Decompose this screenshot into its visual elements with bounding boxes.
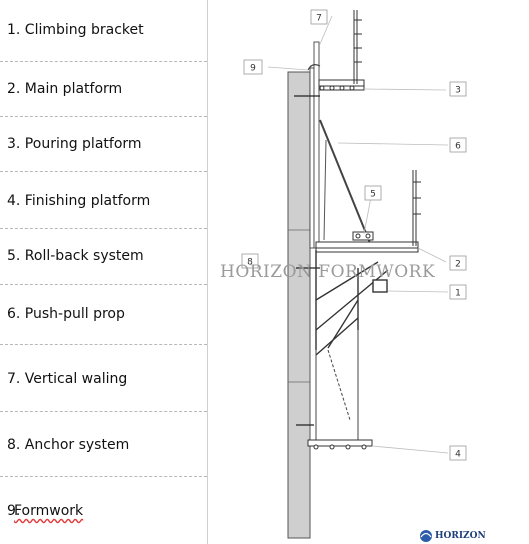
formwork-panel — [309, 67, 315, 249]
svg-text:3: 3 — [455, 86, 461, 96]
formwork-word: Formwork — [14, 503, 84, 519]
callout-tag-3: 3 — [449, 81, 467, 97]
column-divider — [207, 0, 208, 544]
legend-label-finishing-platform: 4. Finishing platform — [7, 193, 151, 209]
component-legend: 1. Climbing bracket 2. Main platform 3. … — [0, 0, 207, 544]
svg-text:4: 4 — [455, 450, 461, 460]
legend-row: 7. Vertical waling — [0, 345, 207, 412]
callout-tag-8: 8 — [241, 253, 259, 269]
legend-label-formwork: 9. Formwork — [7, 503, 84, 519]
vertical-waling — [313, 41, 320, 249]
callout-tag-1: 1 — [449, 284, 467, 300]
legend-label-anchor-system: 8. Anchor system — [7, 437, 130, 453]
hanging-bars — [315, 330, 359, 440]
callout-tag-5: 5 — [364, 185, 382, 201]
callout-tag-9: 9 — [243, 59, 263, 75]
callout-tag-6: 6 — [449, 137, 467, 153]
svg-text:7: 7 — [316, 14, 322, 24]
legend-row: 2. Main platform — [0, 62, 207, 117]
push-pull-prop — [319, 119, 371, 244]
svg-text:6: 6 — [455, 142, 461, 152]
svg-text:1: 1 — [455, 289, 461, 299]
main-platform — [315, 170, 421, 253]
legend-label-push-pull-prop: 6. Push-pull prop — [7, 306, 125, 322]
callout-tag-4: 4 — [449, 445, 467, 461]
svg-text:5: 5 — [370, 190, 376, 200]
climbing-formwork-drawing: 7 9 3 6 5 8 2 1 4 HORIZON FORMWORK HORIZ… — [220, 9, 486, 542]
legend-row: 8. Anchor system — [0, 412, 207, 477]
push-pull-prop-brace — [323, 139, 327, 241]
concrete-wall — [287, 71, 311, 539]
leader-lines — [267, 15, 449, 454]
roll-back-system — [352, 231, 374, 241]
callout-tag-2: 2 — [449, 255, 467, 271]
svg-text:9: 9 — [250, 64, 256, 74]
horizon-logo: HORIZON — [420, 530, 486, 542]
formwork-top-hook — [307, 64, 321, 71]
legend-label-main-platform: 2. Main platform — [7, 81, 123, 97]
legend-row: 9. Formwork — [0, 477, 207, 544]
callout-tag-7: 7 — [310, 9, 328, 25]
legend-label-pouring-platform: 3. Pouring platform — [7, 136, 142, 152]
legend-row: 5. Roll-back system — [0, 229, 207, 285]
watermark: HORIZON FORMWORK — [220, 262, 435, 282]
legend-label-climbing-bracket: 1. Climbing bracket — [7, 22, 144, 38]
legend-row: 3. Pouring platform — [0, 117, 207, 172]
pouring-platform — [318, 10, 365, 91]
svg-text:HORIZON: HORIZON — [435, 531, 486, 541]
svg-text:8: 8 — [247, 258, 253, 268]
svg-text:2: 2 — [455, 260, 461, 270]
legend-label-vertical-waling: 7. Vertical waling — [7, 371, 128, 387]
legend-row: 4. Finishing platform — [0, 172, 207, 229]
legend-row: 6. Push-pull prop — [0, 285, 207, 345]
climbing-bracket — [315, 250, 389, 356]
legend-row: 1. Climbing bracket — [0, 0, 207, 62]
finishing-platform — [307, 439, 373, 450]
legend-label-roll-back-system: 5. Roll-back system — [7, 248, 144, 264]
